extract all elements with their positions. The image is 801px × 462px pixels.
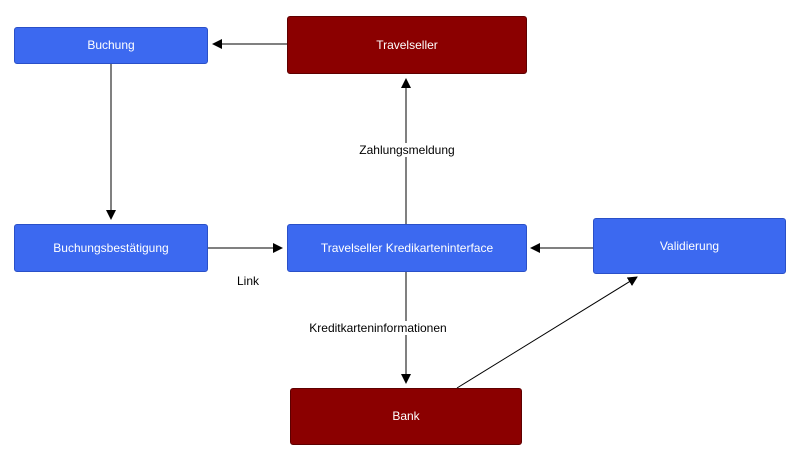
edge-label-link: Link: [233, 274, 263, 288]
node-buchungsbestaetigung-label: Buchungsbestätigung: [53, 240, 169, 255]
node-bank[interactable]: Bank: [290, 388, 522, 445]
edge-bank-to-validierung-arrow: [456, 276, 638, 389]
node-bank-label: Bank: [392, 409, 420, 423]
node-kreditkarteninterface[interactable]: Travelseller Kredikarteninterface: [287, 224, 527, 272]
node-buchung-label: Buchung: [87, 38, 135, 52]
edge-label-kreditkarteninformationen: Kreditkarteninformationen: [306, 321, 450, 335]
node-buchungsbestaetigung[interactable]: Buchungsbestätigung: [14, 224, 208, 272]
node-buchung[interactable]: Buchung: [14, 27, 208, 64]
node-travelseller[interactable]: Travelseller: [287, 16, 527, 74]
node-kreditkarteninterface-label: Travelseller Kredikarteninterface: [320, 240, 494, 255]
node-travelseller-label: Travelseller: [376, 37, 438, 52]
node-validierung[interactable]: Validierung: [593, 218, 786, 274]
edge-label-zahlungsmeldung: Zahlungsmeldung: [356, 143, 458, 157]
node-validierung-label: Validierung: [659, 238, 720, 253]
